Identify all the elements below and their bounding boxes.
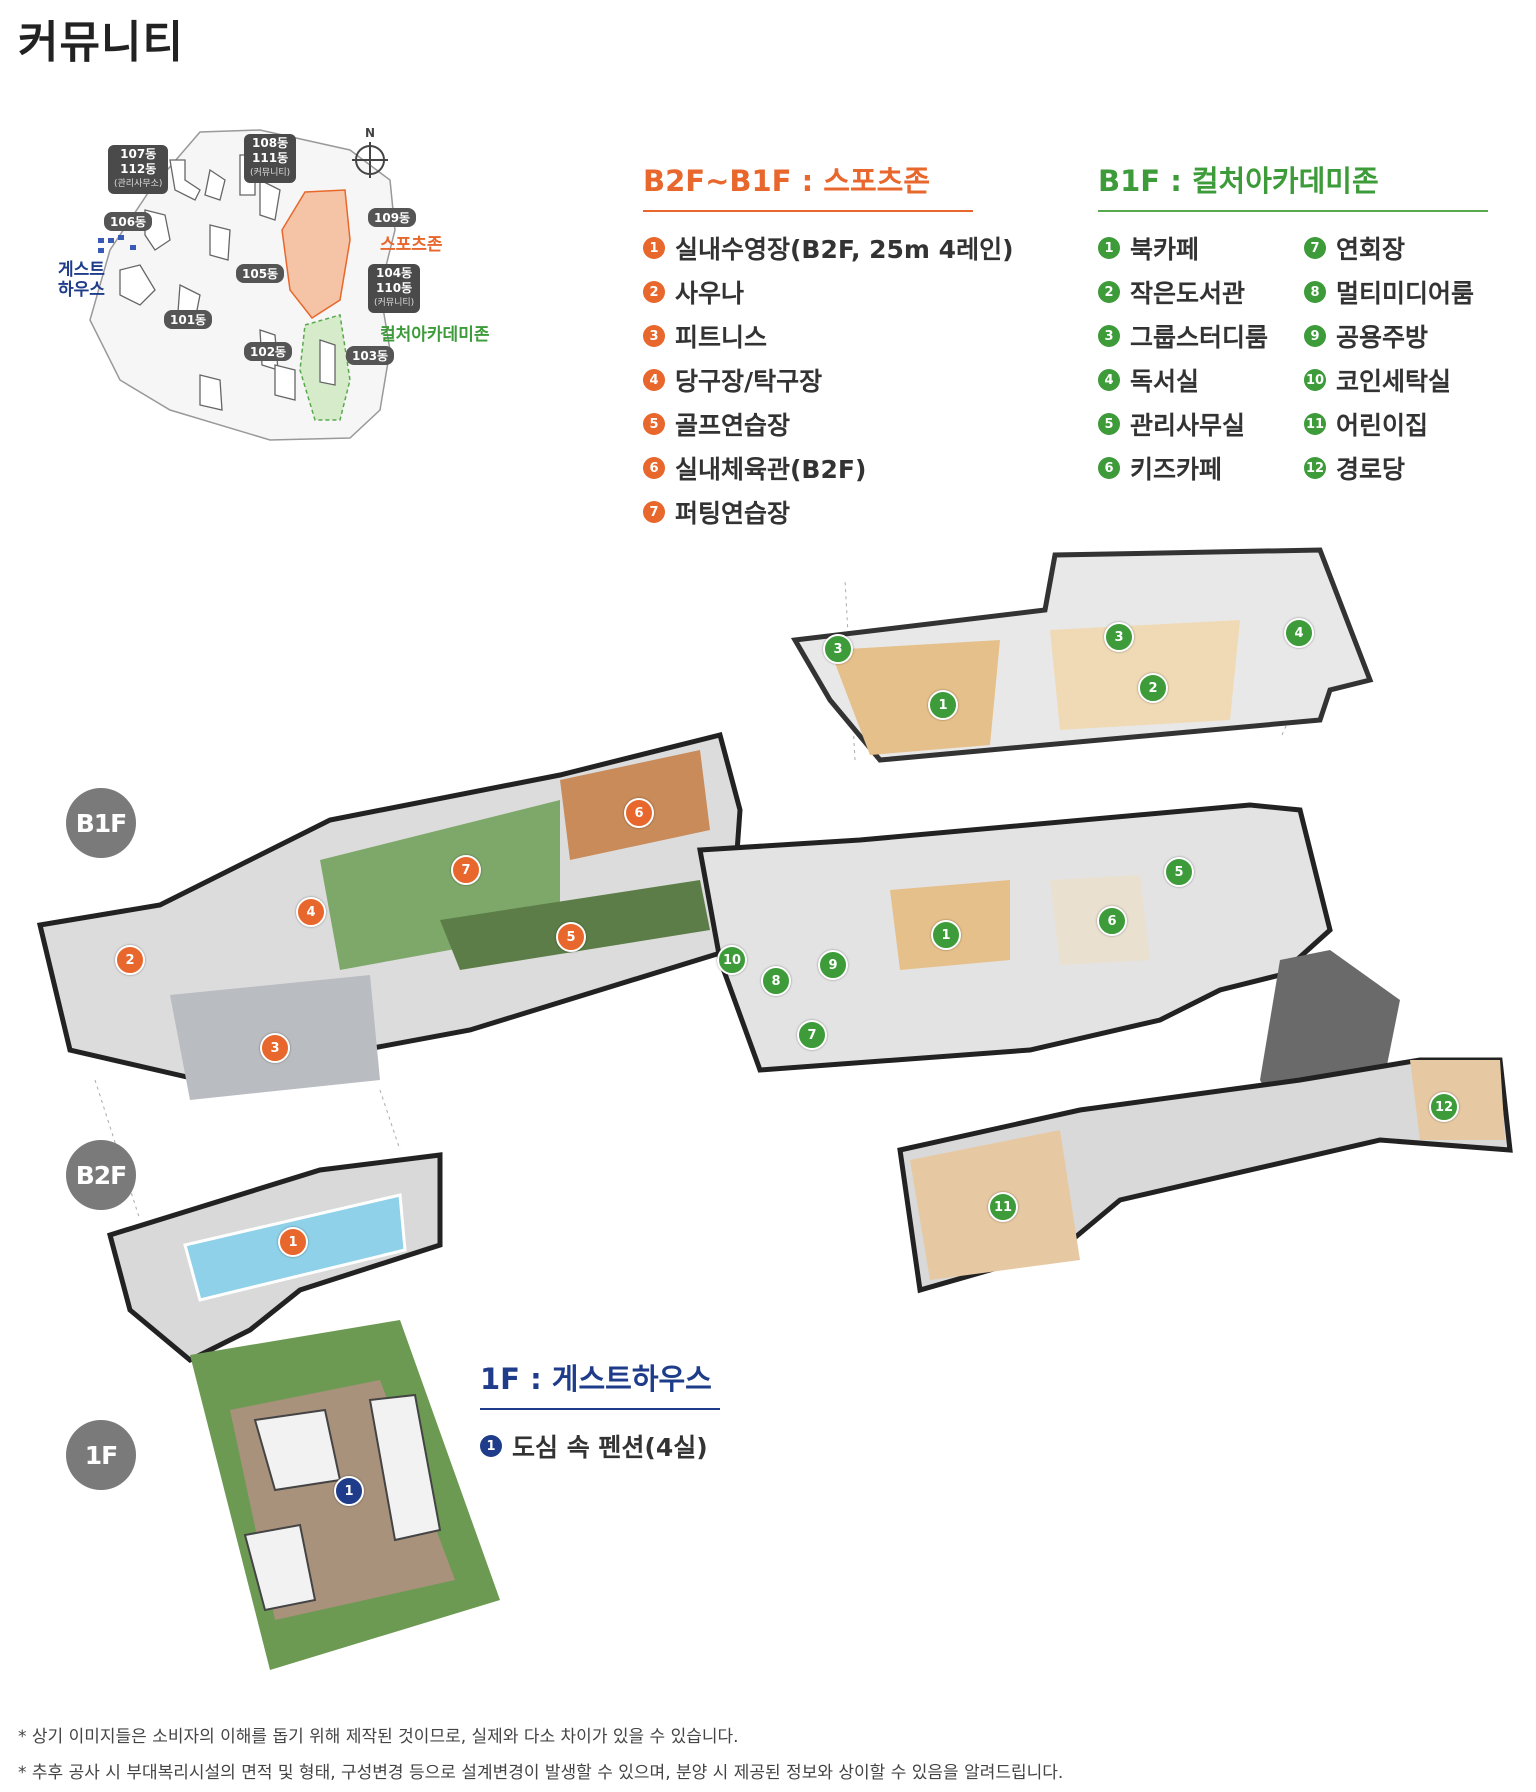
marker-culture-11: 11 — [988, 1192, 1018, 1222]
floor-badge-1f: 1F — [66, 1420, 136, 1490]
building-103: 103동 — [346, 346, 395, 365]
site-zone-sports: 스포츠존 — [380, 235, 443, 255]
marker-sports-6: 6 — [624, 798, 654, 828]
culture-zone-title: B1F : 컬처아카데미존 — [1098, 158, 1488, 212]
marker-culture-9: 9 — [818, 950, 848, 980]
building-106: 106동 — [104, 212, 153, 231]
building-109: 109동 — [368, 208, 417, 227]
marker-culture-1: 1 — [928, 690, 958, 720]
guest-zone-title: 1F : 게스트하우스 — [480, 1356, 720, 1410]
building-102: 102동 — [244, 342, 293, 361]
compass-north-label: N — [364, 126, 376, 140]
footnote-1: * 상기 이미지들은 소비자의 이해를 돕기 위해 제작된 것이므로, 실제와 … — [18, 1727, 739, 1747]
site-map-outline — [89, 129, 396, 441]
marker-culture-3: 3 — [1104, 622, 1134, 652]
marker-sports-3: 3 — [260, 1033, 290, 1063]
marker-sports-5: 5 — [556, 922, 586, 952]
marker-culture-6: 6 — [1097, 906, 1127, 936]
site-zone-culture: 컬처아카데미존 — [380, 325, 490, 345]
marker-sports-7: 7 — [451, 855, 481, 885]
floor-badge-b2f: B2F — [66, 1140, 136, 1210]
marker-culture-8: 8 — [761, 966, 791, 996]
building-101: 101동 — [164, 310, 213, 329]
compass: N — [350, 126, 390, 186]
compass-icon — [352, 142, 388, 178]
marker-culture-7: 7 — [797, 1020, 827, 1050]
marker-guest-1: 1 — [334, 1476, 364, 1506]
footnote-2: * 추후 공사 시 부대복리시설의 면적 및 형태, 구성변경 등으로 설계변경… — [18, 1763, 1064, 1783]
building-105: 105동 — [236, 264, 285, 283]
page-title: 커뮤니티 — [18, 17, 184, 68]
marker-sports-1: 1 — [278, 1227, 308, 1257]
marker-culture-1b: 1 — [931, 920, 961, 950]
marker-sports-4: 4 — [296, 897, 326, 927]
marker-culture-2: 2 — [1138, 673, 1168, 703]
marker-sports-2: 2 — [115, 945, 145, 975]
sports-zone-title: B2F~B1F : 스포츠존 — [643, 158, 973, 212]
marker-culture-10: 10 — [717, 945, 747, 975]
marker-culture-12: 12 — [1429, 1092, 1459, 1122]
marker-culture-3b: 3 — [823, 634, 853, 664]
marker-culture-4: 4 — [1284, 618, 1314, 648]
floor-badge-b1f: B1F — [66, 788, 136, 858]
marker-culture-5: 5 — [1164, 857, 1194, 887]
